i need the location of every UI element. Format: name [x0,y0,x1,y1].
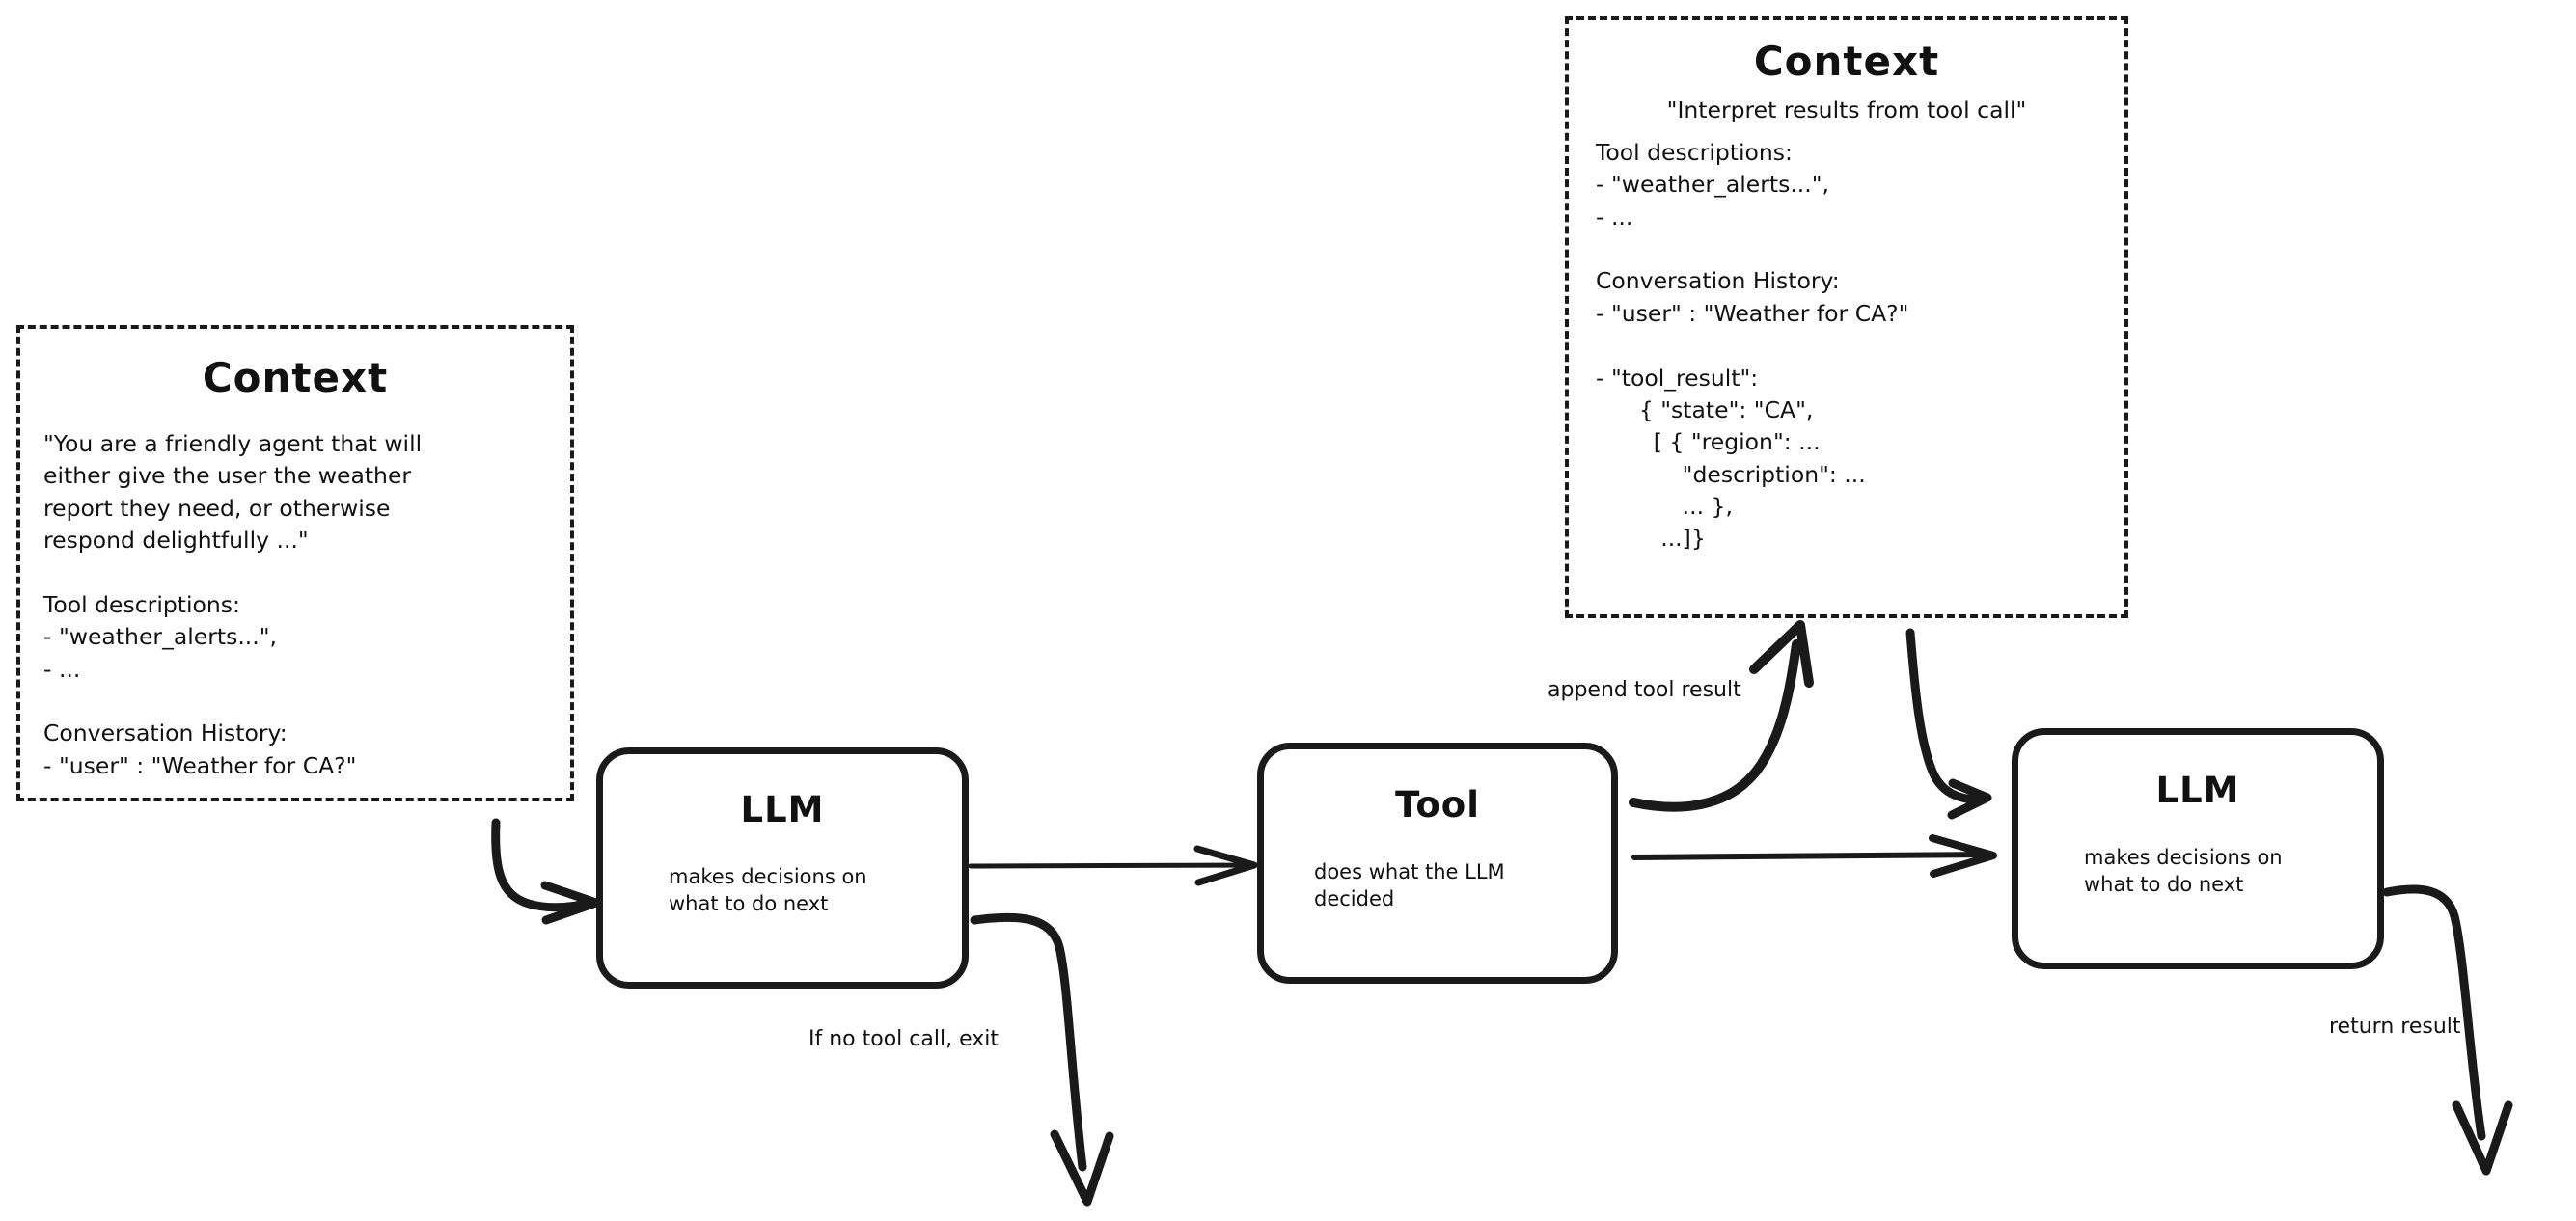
node-llm-second-subtitle: makes decisions on what to do next [2084,846,2283,897]
node-llm-first[interactable]: LLM makes decisions on what to do next [596,747,969,989]
arrow-llm1-to-tool [968,845,1258,886]
node-llm-first-subtitle: makes decisions on what to do next [669,865,867,916]
context-left-title: Context [202,354,389,401]
arrow-llm1-exit [970,912,1114,1207]
context-right-body: Tool descriptions: - "weather_alerts..."… [1596,139,1909,553]
arrow-context-to-llm1 [491,818,601,925]
edge-label-return-result: return result [2329,1015,2461,1039]
context-right-title: Context [1753,38,1940,85]
arrow-context-right-to-llm2 [1905,628,1992,820]
context-panel-right: Context "Interpret results from tool cal… [1565,16,2128,618]
arrow-tool-to-llm2 [1631,834,1997,878]
node-tool-subtitle: does what the LLM decided [1314,860,1505,911]
node-tool[interactable]: Tool does what the LLM decided [1257,743,1618,984]
edge-label-if-no-tool-call: If no tool call, exit [808,1027,999,1051]
node-llm-second-title: LLM [2155,770,2240,811]
context-left-body: "You are a friendly agent that will eith… [43,430,423,779]
context-panel-left: Context "You are a friendly agent that w… [16,325,574,801]
edge-label-append-tool-result: append tool result [1548,678,1741,702]
node-tool-title: Tool [1395,784,1480,826]
context-right-quote: "Interpret results from tool call" [1666,96,2027,123]
arrow-llm2-return [2382,884,2513,1176]
arrow-tool-to-context-right [1629,620,1814,812]
node-llm-second[interactable]: LLM makes decisions on what to do next [2012,728,2384,969]
node-llm-first-title: LLM [740,789,825,830]
